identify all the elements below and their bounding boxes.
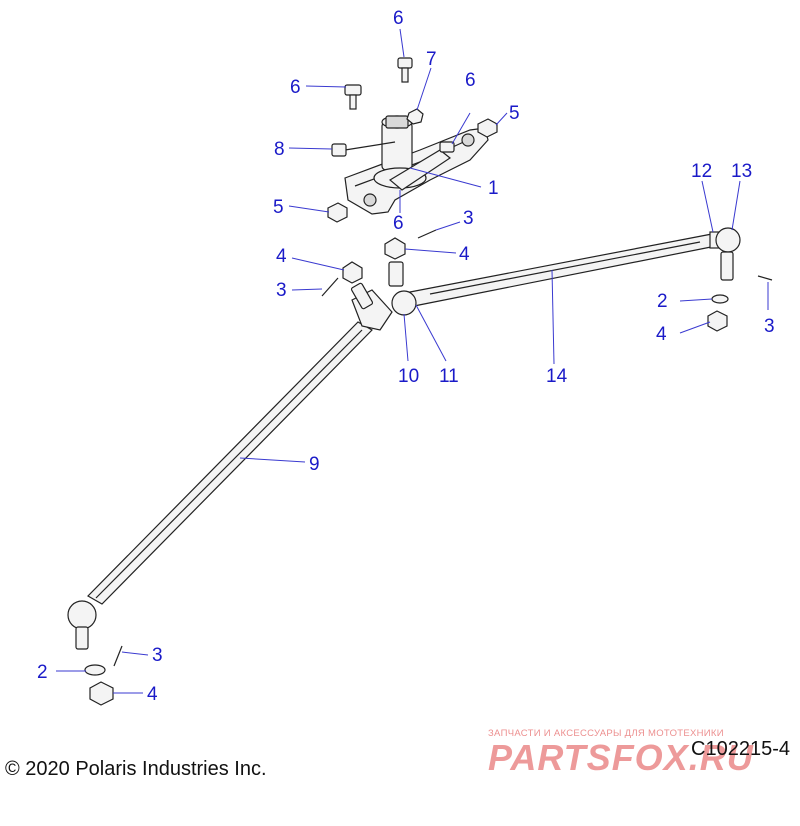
callout-2-right: 2 — [657, 291, 668, 312]
callout-12: 12 — [691, 161, 712, 182]
callout-3-upper: 3 — [463, 208, 474, 229]
watermark: ЗАПЧАСТИ И АКСЕССУАРЫ ДЛЯ МОТОТЕХНИКИ PA… — [488, 728, 788, 808]
callout-5-left: 5 — [273, 197, 284, 218]
callout-4-lower: 4 — [147, 684, 158, 705]
tie-rod-left — [67, 282, 393, 706]
callout-5-right: 5 — [509, 103, 520, 124]
callout-6-top: 6 — [393, 8, 404, 29]
steering-pivot-assembly — [344, 115, 489, 215]
callout-2-lower: 2 — [37, 662, 48, 683]
callouts: 6 7 6 6 5 8 1 5 6 3 4 4 3 10 11 14 12 13… — [37, 8, 775, 705]
callout-4-right: 4 — [656, 324, 667, 345]
callout-3-left: 3 — [276, 280, 287, 301]
callout-6-bottom: 6 — [393, 213, 404, 234]
callout-13: 13 — [731, 161, 752, 182]
watermark-tagline: ЗАПЧАСТИ И АКСЕССУАРЫ ДЛЯ МОТОТЕХНИКИ — [488, 728, 724, 739]
callout-6-left: 6 — [290, 77, 301, 98]
callout-8: 8 — [274, 139, 285, 160]
callout-4-upper: 4 — [459, 244, 470, 265]
callout-4-left: 4 — [276, 246, 287, 267]
pivot-fasteners — [321, 57, 498, 297]
callout-10: 10 — [398, 366, 419, 387]
watermark-logo: PARTSFOX.RU — [488, 737, 754, 778]
tie-rod-right — [391, 227, 773, 332]
diagram-id: C102215-4 — [691, 738, 790, 760]
copyright-notice: © 2020 Polaris Industries Inc. — [5, 758, 267, 780]
leader-lines — [56, 28, 769, 694]
callout-11: 11 — [439, 366, 459, 387]
callout-3-right: 3 — [764, 316, 775, 337]
callout-1: 1 — [488, 178, 499, 199]
callout-6-right: 6 — [465, 70, 476, 91]
callout-3-lower: 3 — [152, 645, 163, 666]
callout-9: 9 — [309, 454, 320, 475]
callout-14: 14 — [546, 366, 568, 387]
callout-7: 7 — [426, 49, 437, 70]
